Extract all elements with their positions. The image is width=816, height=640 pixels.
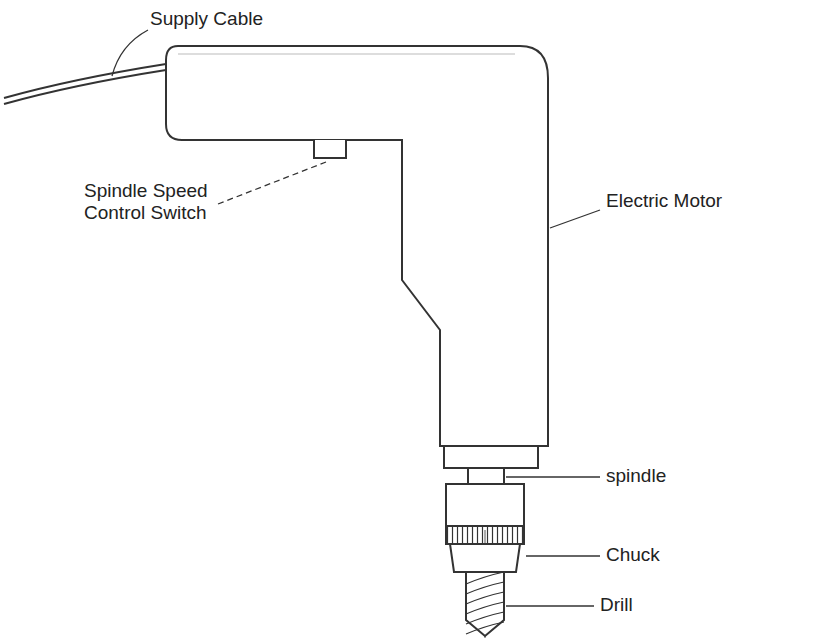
part-label: Drill — [600, 594, 633, 616]
spindle-collar — [444, 446, 538, 468]
leader-line — [526, 555, 600, 556]
drill-flute — [466, 602, 504, 614]
drill-flute — [466, 572, 504, 584]
drill-bit — [466, 572, 504, 636]
drill-flutes — [466, 572, 504, 634]
part-label: Electric Motor — [606, 190, 722, 212]
drill-flute — [466, 582, 504, 594]
leader-line — [112, 30, 148, 76]
part-label: spindle — [606, 465, 666, 487]
part-label: Spindle Speed Control Switch — [84, 180, 224, 224]
chuck-body — [446, 484, 524, 526]
housing-highlight — [178, 54, 515, 55]
part-label: Chuck — [606, 544, 660, 566]
leader-line — [506, 605, 594, 606]
leader-line — [506, 476, 600, 477]
drill-flute — [466, 622, 504, 634]
drill-flute — [466, 612, 504, 624]
chuck-knurl — [446, 526, 524, 544]
spindle — [468, 468, 504, 484]
speed-switch — [314, 140, 346, 158]
drill-flute — [466, 592, 504, 604]
supply-cable — [4, 70, 166, 104]
part-label: Supply Cable — [150, 8, 263, 30]
supply-cable — [4, 64, 166, 98]
leader-line — [218, 162, 326, 204]
leader-line — [550, 210, 600, 228]
motor-housing — [166, 46, 548, 446]
chuck-nose — [450, 544, 520, 572]
